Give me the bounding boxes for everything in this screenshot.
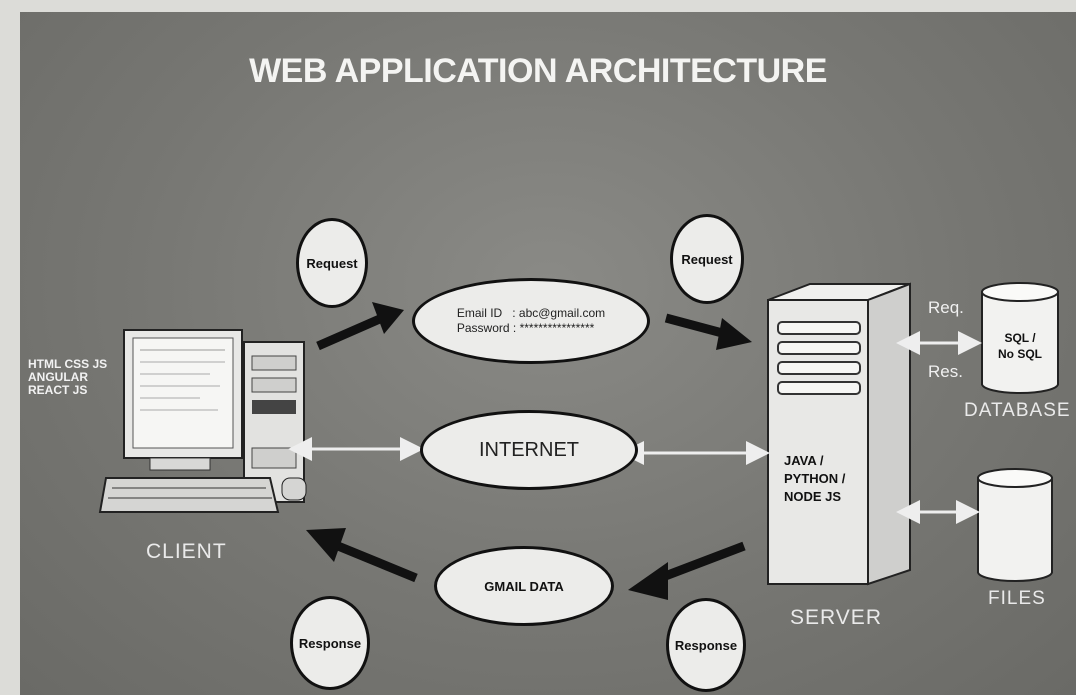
client-stack-line: ANGULAR — [28, 370, 88, 384]
req-label: Req. — [928, 298, 964, 317]
database-type-line: SQL / — [1004, 331, 1036, 345]
server-tech-line: PYTHON / — [784, 471, 846, 486]
email-label: Email ID — [456, 306, 503, 320]
database-caption: DATABASE — [964, 400, 1071, 421]
server-tech-labels: JAVA / PYTHON / NODE JS — [784, 452, 845, 506]
request-bubble-right: Request — [670, 214, 744, 304]
email-value: : abc@gmail.com — [512, 306, 606, 320]
credentials-block: Email ID : abc@gmail.com Password : ****… — [457, 306, 605, 336]
password-value: : **************** — [512, 321, 595, 335]
client-caption: CLIENT — [146, 540, 227, 563]
client-computer-icon — [98, 329, 307, 513]
internet-oval: INTERNET — [420, 410, 638, 490]
files-cylinder-icon — [977, 468, 1053, 582]
server-tech-line: JAVA / — [784, 453, 824, 468]
request-arrow-to-server — [664, 313, 752, 350]
password-label: Password — [456, 321, 510, 335]
client-stack-line: HTML CSS JS — [28, 357, 108, 371]
gmail-data-oval: GMAIL DATA — [434, 546, 614, 626]
res-label: Res. — [928, 362, 963, 381]
response-bubble-right: Response — [666, 598, 746, 692]
client-stack-labels: HTML CSS JS ANGULAR REACT JS — [28, 358, 107, 397]
request-bubble-left: Request — [296, 218, 368, 308]
database-type-line: No SQL — [998, 347, 1042, 361]
response-bubble-left: Response — [290, 596, 370, 690]
client-stack-line: REACT JS — [28, 383, 88, 397]
response-arrow-from-server — [628, 541, 746, 600]
server-tech-line: NODE JS — [784, 489, 842, 504]
files-caption: FILES — [988, 588, 1046, 609]
server-caption: SERVER — [790, 606, 882, 629]
server-tower-icon — [767, 282, 911, 586]
request-arrow-client-to-internet — [316, 302, 404, 351]
diagram-title: WEB APPLICATION ARCHITECTURE — [249, 52, 827, 90]
credentials-oval: Email ID : abc@gmail.com Password : ****… — [412, 278, 650, 364]
database-cylinder-icon — [981, 282, 1059, 394]
response-arrow-to-client — [306, 528, 418, 583]
database-type-labels: SQL / No SQL — [984, 330, 1056, 362]
